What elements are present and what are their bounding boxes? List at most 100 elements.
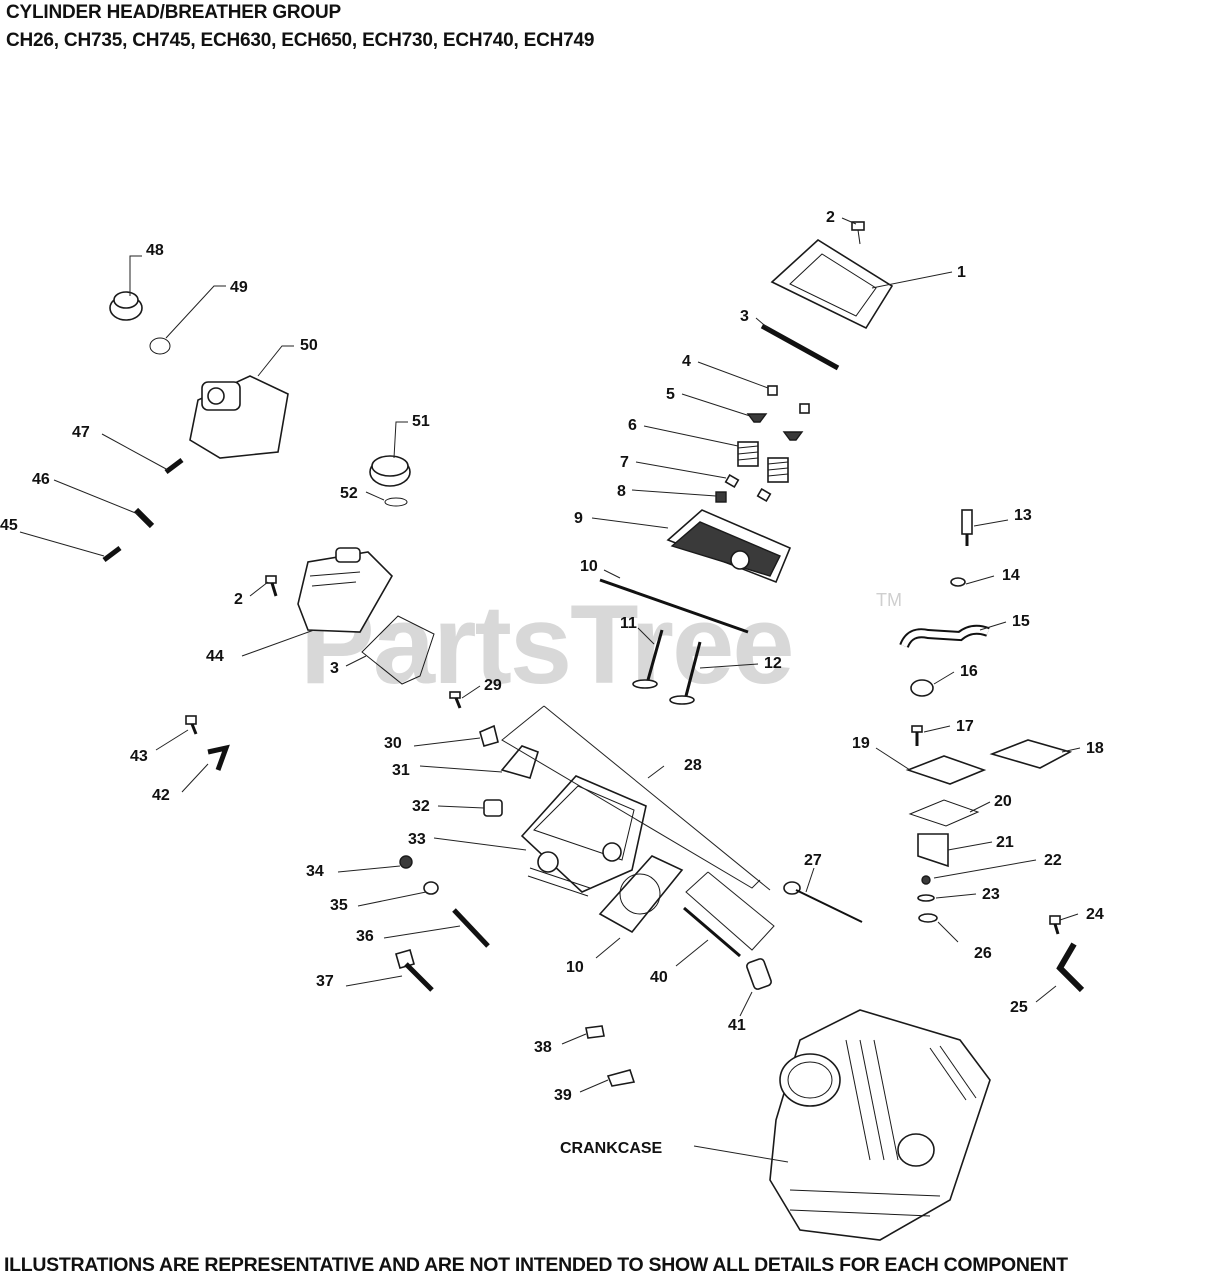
callout-25: 25 xyxy=(1010,999,1028,1016)
callout-9: 9 xyxy=(574,510,583,527)
callout-2-top: 2 xyxy=(826,209,835,226)
part-oil-fill-cap xyxy=(109,291,143,321)
callout-6: 6 xyxy=(628,417,637,434)
part-head-washer xyxy=(423,881,439,895)
callout-49: 49 xyxy=(230,279,248,296)
part-cylinder-head-upper xyxy=(666,509,792,584)
leader-lines xyxy=(19,217,1081,1163)
part-screw xyxy=(911,725,923,746)
callout-5: 5 xyxy=(666,386,675,403)
part-rocker-pivot xyxy=(479,724,499,747)
callout-50: 50 xyxy=(300,337,318,354)
callout-11: 11 xyxy=(620,615,637,632)
callout-15: 15 xyxy=(1012,613,1030,630)
callout-28: 28 xyxy=(684,757,702,774)
part-breather-gasket xyxy=(908,799,980,827)
part-fitting-46 xyxy=(133,507,155,529)
part-bolt-top xyxy=(851,221,865,245)
part-clip xyxy=(950,577,966,587)
part-valve-spring xyxy=(737,441,759,467)
part-pushrod xyxy=(599,578,749,634)
part-gasket-strip xyxy=(760,323,840,371)
callout-45: 45 xyxy=(0,517,18,534)
callout-43: 43 xyxy=(130,748,148,765)
callout-51: 51 xyxy=(412,413,430,430)
callout-27: 27 xyxy=(804,852,822,869)
group-bracket-28 xyxy=(501,705,761,889)
callout-8: 8 xyxy=(617,483,626,500)
part-nut xyxy=(399,855,413,869)
callout-40: 40 xyxy=(650,969,668,986)
callout-34: 34 xyxy=(306,863,324,880)
callout-36: 36 xyxy=(356,928,374,945)
callout-labels: 2 1 3 4 5 6 7 8 9 10 11 12 13 14 15 16 1… xyxy=(0,209,1104,1157)
part-valve-keeper xyxy=(767,385,778,396)
part-small-nut xyxy=(921,875,931,885)
callout-16: 16 xyxy=(960,663,978,680)
part-breather-oring xyxy=(384,497,408,507)
callout-42: 42 xyxy=(152,787,170,804)
callout-20: 20 xyxy=(994,793,1012,810)
part-cover-bolt xyxy=(265,575,278,597)
callout-31: 31 xyxy=(392,762,410,779)
part-head-stud xyxy=(452,908,490,948)
callout-48: 48 xyxy=(146,242,164,259)
part-pushrod-lower xyxy=(683,906,741,958)
crankcase-label: CRANKCASE xyxy=(560,1140,663,1157)
callout-24: 24 xyxy=(1086,906,1104,923)
callout-37: 37 xyxy=(316,973,334,990)
part-heat-shield xyxy=(606,1069,636,1087)
part-breather-reed xyxy=(917,833,949,868)
part-bracket-screw xyxy=(185,715,198,735)
part-breather-cover-inner xyxy=(905,755,987,785)
callout-30: 30 xyxy=(384,735,402,752)
callout-46: 46 xyxy=(32,471,50,488)
callout-29: 29 xyxy=(484,677,502,694)
part-valve-cover xyxy=(297,547,393,633)
callout-26: 26 xyxy=(974,945,992,962)
part-bracket-clip xyxy=(207,744,230,771)
callout-47: 47 xyxy=(72,424,90,441)
part-valve-guide xyxy=(715,491,727,503)
part-cap-oring xyxy=(149,337,171,355)
callout-1: 1 xyxy=(957,264,966,281)
callout-17: 17 xyxy=(956,718,974,735)
part-valve-cover-plate xyxy=(770,239,894,330)
callout-4: 4 xyxy=(682,353,691,370)
part-head-bolt xyxy=(395,949,434,992)
callout-32: 32 xyxy=(412,798,430,815)
part-washer xyxy=(917,894,935,902)
callout-22: 22 xyxy=(1044,852,1062,869)
callout-13: 13 xyxy=(1014,507,1032,524)
part-head-gasket xyxy=(598,855,684,934)
part-pushrod-tube xyxy=(746,958,772,990)
callout-44: 44 xyxy=(206,648,224,665)
part-fitting-47 xyxy=(164,458,184,474)
callout-23: 23 xyxy=(982,886,1000,903)
model-list: CH26, CH735, CH745, ECH630, ECH650, ECH7… xyxy=(6,30,595,51)
part-cover-gasket xyxy=(361,615,435,685)
callout-19: 19 xyxy=(852,735,870,752)
watermark-logo: PartsTree xyxy=(300,582,795,707)
part-crankcase xyxy=(769,1009,991,1241)
callout-3-top: 3 xyxy=(740,308,749,325)
callout-35: 35 xyxy=(330,897,348,914)
callout-10-upper: 10 xyxy=(580,558,598,575)
callout-14: 14 xyxy=(1002,567,1020,584)
callout-3-lower: 3 xyxy=(330,660,339,677)
part-tappet xyxy=(483,799,503,817)
callout-41: 41 xyxy=(728,1017,746,1034)
part-hose-clamp xyxy=(910,679,934,697)
callout-52: 52 xyxy=(340,485,358,502)
callout-2-lower: 2 xyxy=(234,591,243,608)
part-bracket-bolt xyxy=(1049,915,1061,935)
part-dipstick xyxy=(783,881,863,923)
part-rocker-arm xyxy=(500,745,539,779)
group-bracket-40 xyxy=(685,871,775,951)
part-breather-cap xyxy=(369,455,411,487)
part-rocker-bolt xyxy=(449,691,462,709)
diagram-title: CYLINDER HEAD/BREATHER GROUP xyxy=(6,2,342,23)
part-temp-sensor xyxy=(961,509,973,546)
callout-7: 7 xyxy=(620,454,629,471)
callout-21: 21 xyxy=(996,834,1014,851)
